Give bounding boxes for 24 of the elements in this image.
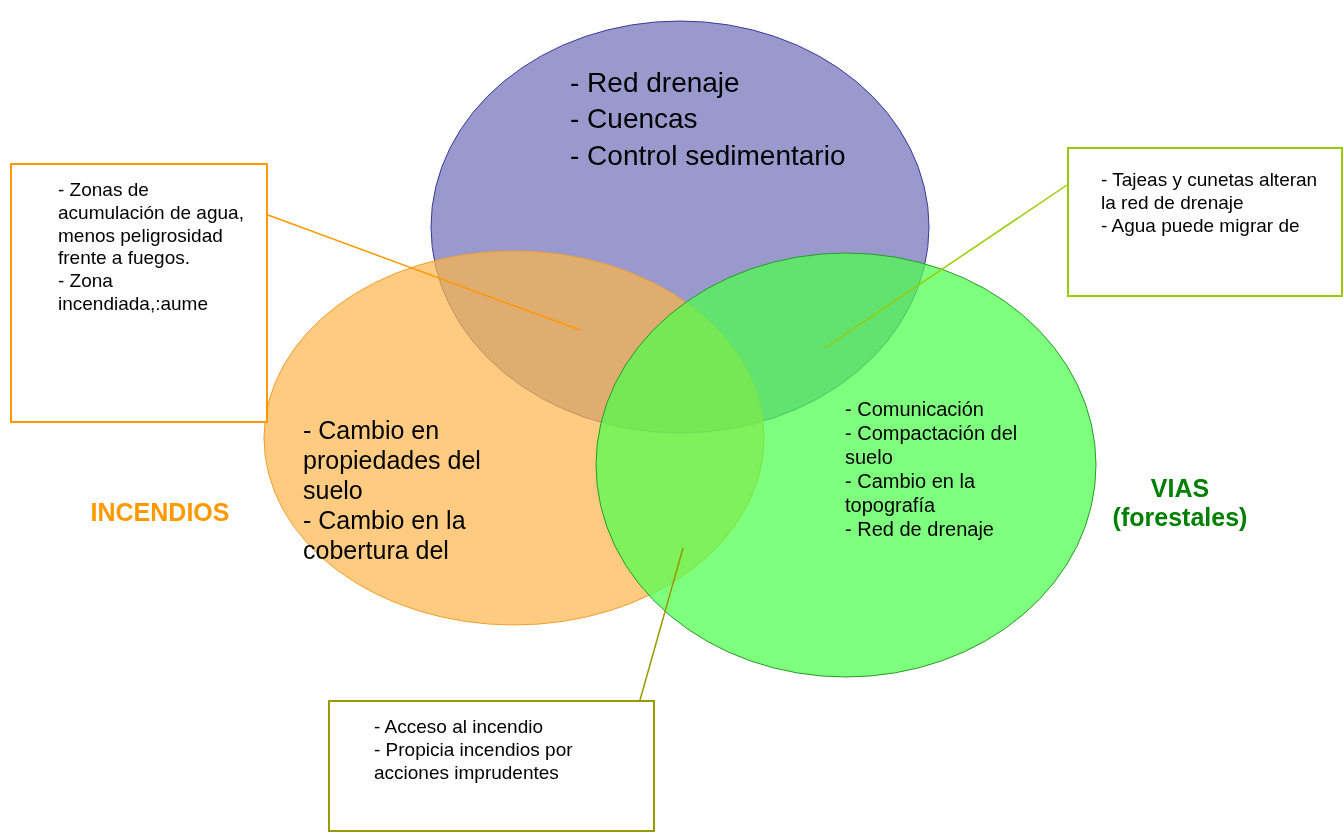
callout-box (328, 700, 655, 832)
bullet-text: - Zona incendiada,:aume (58, 270, 209, 316)
set-title: VIAS (forestales) (1111, 474, 1249, 532)
bullet-text: - Cuencas (570, 102, 699, 137)
callout-box (10, 163, 268, 423)
bullet-text: - Tajeas y cunetas alteran la red de drenaje (1101, 169, 1319, 215)
bullet-text: - Cambio en la topografía (845, 469, 977, 517)
callout-box (1067, 147, 1343, 297)
set-title: INCENDIOS (89, 498, 231, 527)
set-circle (595, 252, 1097, 678)
bullet-text: - Red de drenaje (845, 517, 995, 541)
bullet-text: - Agua puede migrar de (1101, 214, 1301, 238)
bullet-text: - Zonas de acumulación de agua, menos peligrosidad frente a fuegos. (58, 179, 245, 271)
bullet-text: - Comunicación (845, 397, 985, 421)
leader-line (267, 214, 581, 331)
leader-line (639, 547, 684, 701)
bullet-text: - Control sedimentario (570, 138, 847, 173)
bullet-text: - Cambio en la cobertura del (303, 505, 467, 565)
bullet-text: - Compactación del suelo (845, 421, 1019, 469)
bullet-text: - Cambio en propiedades del suelo (303, 415, 482, 505)
bullet-text: - Propicia incendios por acciones imprudentes (374, 738, 574, 785)
bullet-text: - Acceso al incendio (374, 716, 544, 739)
bullet-text: - Red drenaje (570, 66, 741, 100)
leader-line (824, 184, 1068, 349)
